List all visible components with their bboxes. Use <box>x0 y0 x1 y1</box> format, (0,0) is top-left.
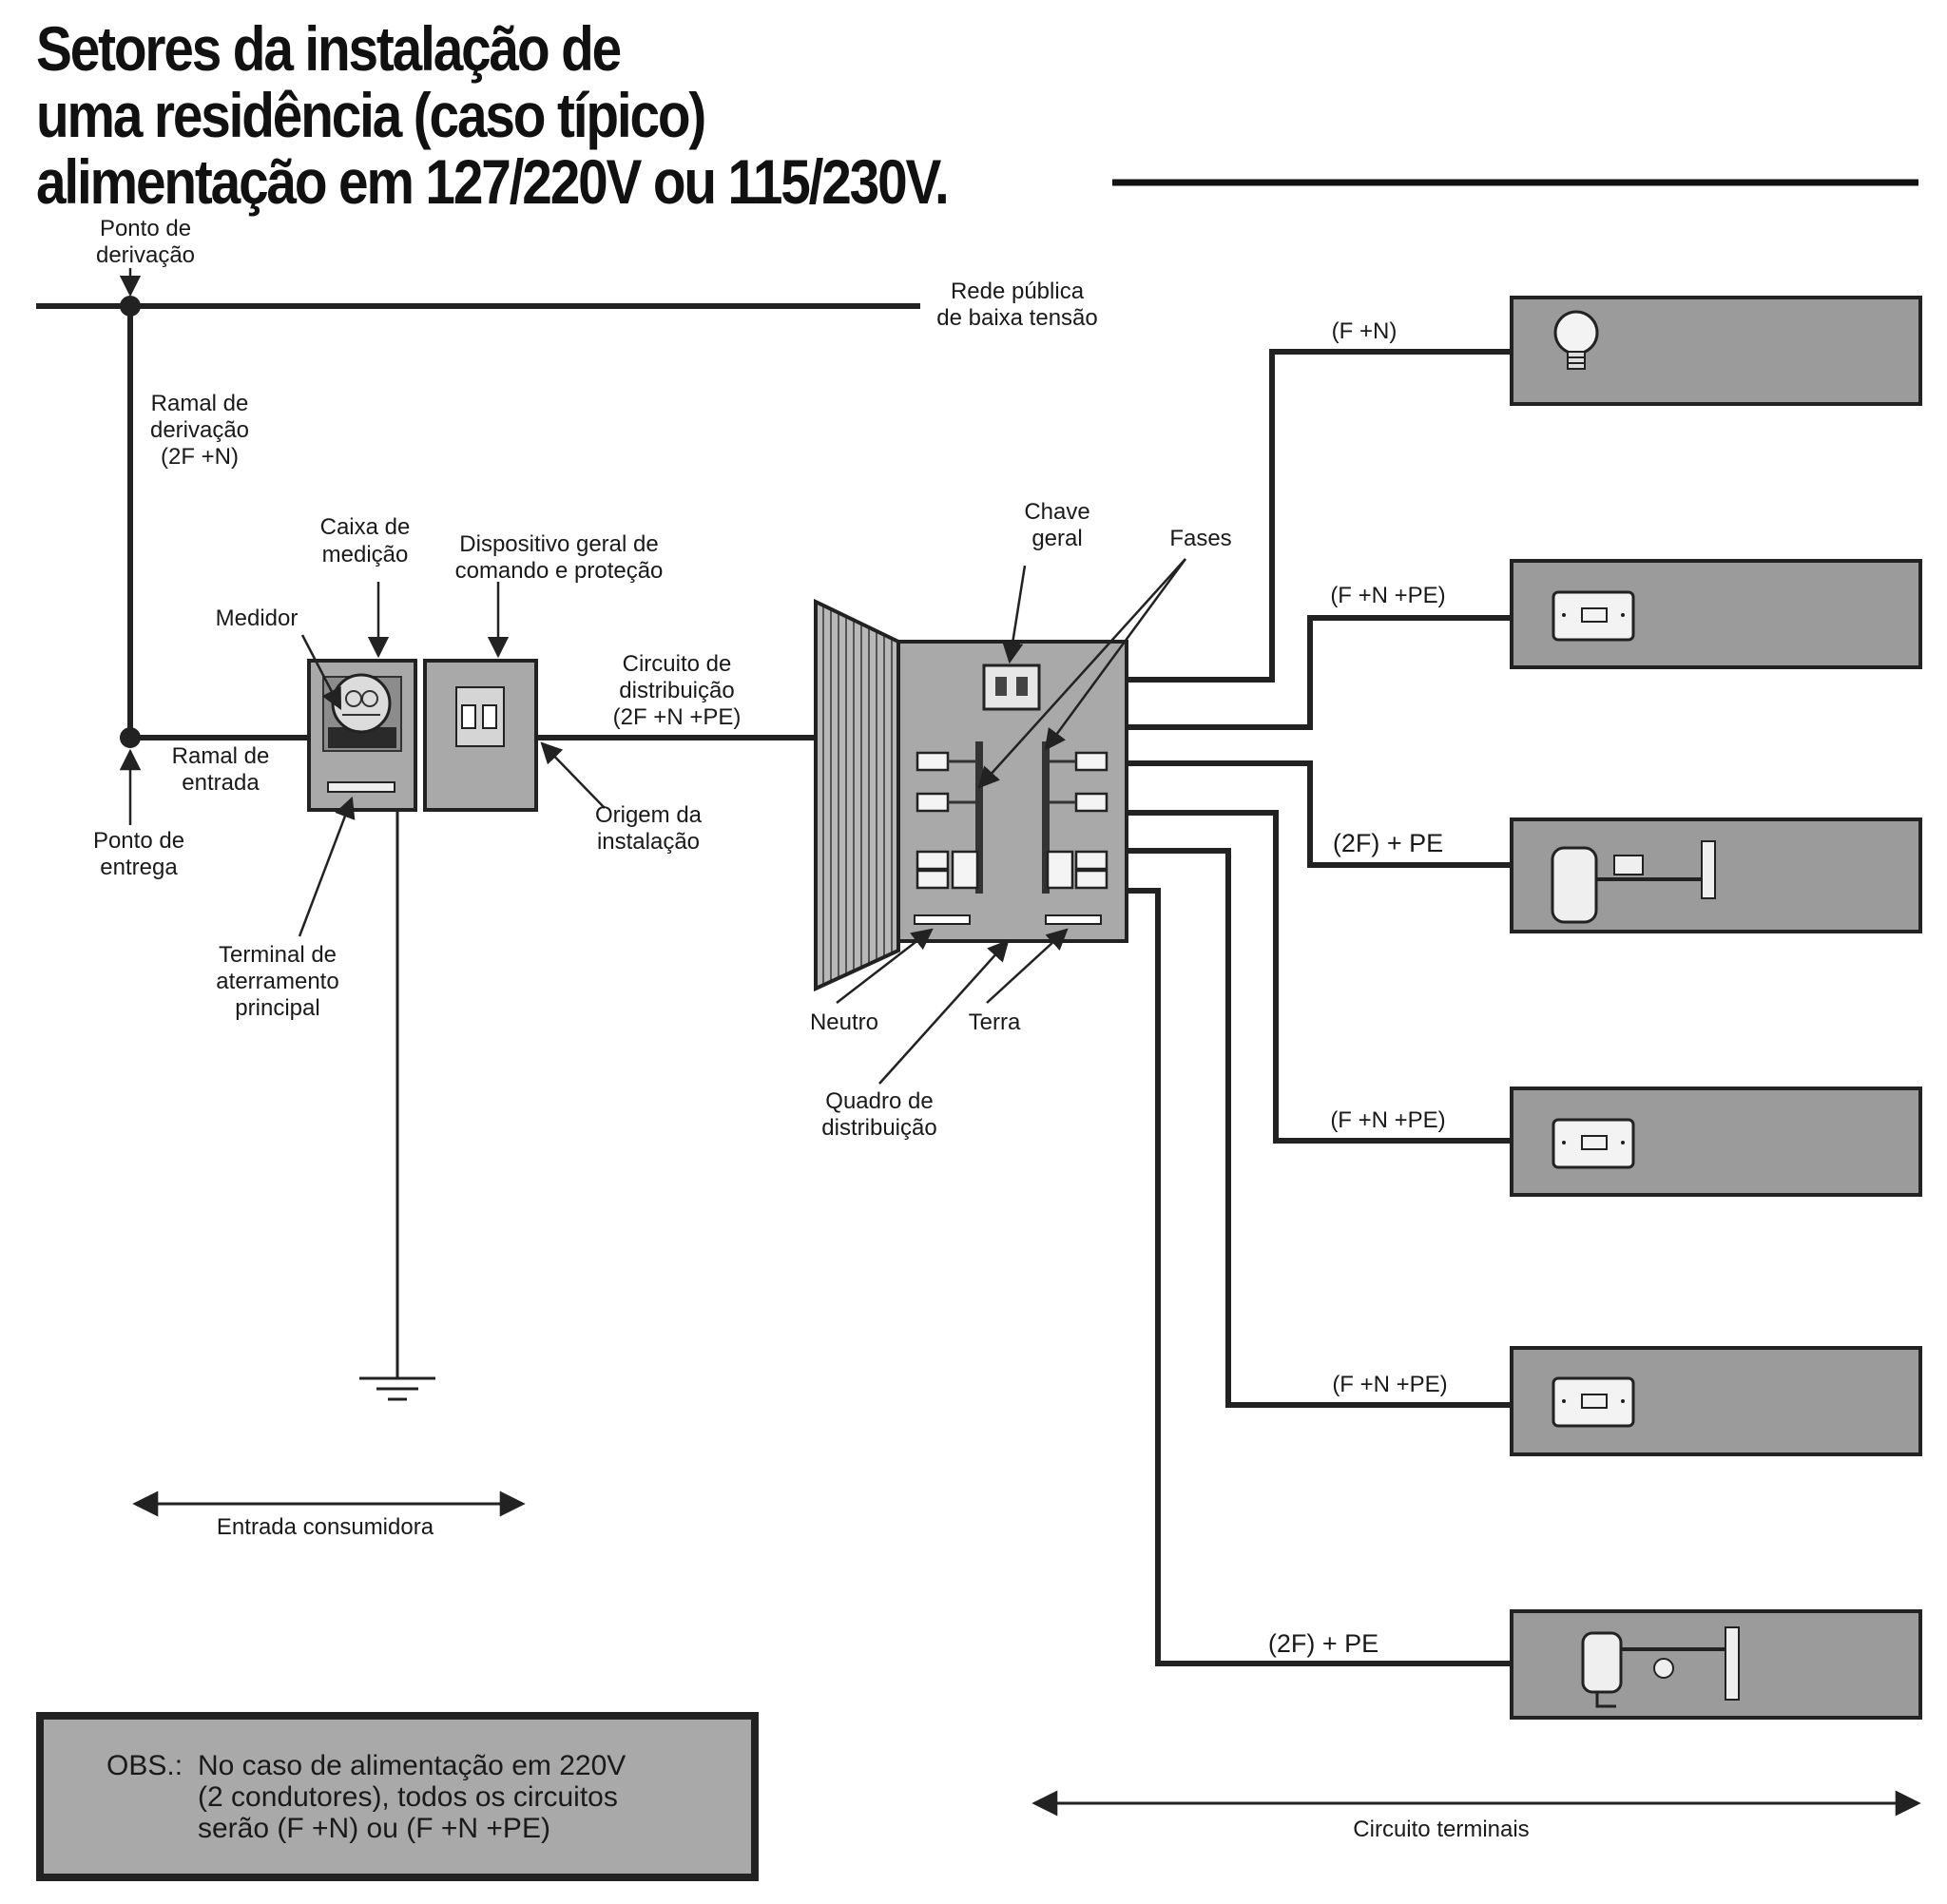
phases-label: Fases <box>1169 526 1231 551</box>
metering-box <box>307 659 417 812</box>
shower-heater-icon <box>1581 1626 1740 1708</box>
ground-symbol-icon <box>359 1369 435 1401</box>
consumer-entrance-label: Entrada consumidora <box>217 1514 434 1540</box>
grounding-terminal-label-2: aterramento <box>216 969 338 994</box>
terminal-circuit-wires <box>1127 349 1512 1666</box>
public-network-label-1: Rede pública <box>951 279 1085 304</box>
circuit-wire-6 <box>1127 888 1512 1666</box>
lamp-icon <box>1553 310 1599 370</box>
main-switch-icon <box>982 664 1041 711</box>
earth-bar <box>1045 914 1102 925</box>
title-line-1: Setores da instalação de <box>36 13 622 84</box>
derivation-point-label-2: derivação <box>96 242 195 268</box>
derivation-point-dot <box>120 296 141 317</box>
derivation-point-label-1: Ponto de <box>100 216 191 241</box>
terminal-device-4 <box>1510 1087 1922 1197</box>
terminal-device-6 <box>1510 1609 1922 1720</box>
grounding-terminal-label-1: Terminal de <box>219 942 337 968</box>
terminal-device-3 <box>1510 817 1922 933</box>
circuit-label-5: (F +N +PE) <box>1332 1372 1447 1397</box>
distribution-circuit-label-1: Circuito de <box>623 651 732 677</box>
circuit-label-6: (2F) + PE <box>1268 1629 1378 1658</box>
circuit-wire-5 <box>1127 848 1512 1408</box>
main-protection-box <box>423 659 538 812</box>
metering-box-label-1: Caixa de <box>320 514 411 540</box>
installation-origin-label-2: instalação <box>597 829 700 855</box>
circuit-label-1: (F +N) <box>1332 318 1398 344</box>
pointer-arrows <box>119 268 1187 1085</box>
entrance-branch-label-1: Ramal de <box>172 743 270 769</box>
distribution-circuit-label-2: distribuição <box>619 678 734 703</box>
delivery-point-label-1: Ponto de <box>93 828 184 854</box>
main-protection-label-1: Dispositivo geral de <box>459 531 658 557</box>
terminal-device-2 <box>1510 559 1922 669</box>
circuit-wire-3 <box>1127 760 1512 868</box>
title-line-3: alimentação em 127/220V ou 115/230V. <box>36 146 950 217</box>
neutral-bar <box>914 914 971 925</box>
public-network-label-2: de baixa tensão <box>936 305 1097 331</box>
neutral-label: Neutro <box>810 1010 878 1035</box>
circuit-label-3: (2F) + PE <box>1333 829 1443 857</box>
outlet-icon <box>1552 1376 1635 1428</box>
distribution-board <box>814 598 1128 992</box>
distribution-circuit-label-3: (2F +N +PE) <box>613 704 742 730</box>
entrance-branch-label-2: entrada <box>182 770 260 796</box>
circuit-label-4: (F +N +PE) <box>1330 1107 1445 1133</box>
water-heater-icon <box>1551 840 1716 924</box>
obs-line-2: (2 condutores), todos os circuitos <box>198 1781 618 1813</box>
board-door <box>814 598 900 992</box>
terminal-circuits-label: Circuito terminais <box>1353 1817 1529 1842</box>
outlet-icon <box>1552 1118 1635 1169</box>
metering-box-label-2: medição <box>322 542 409 567</box>
obs-box <box>36 1712 759 1881</box>
obs-line-3: serão (F +N) ou (F +N +PE) <box>198 1813 550 1844</box>
terminal-device-1 <box>1510 296 1922 406</box>
meter-label: Medidor <box>216 606 299 631</box>
derivation-branch-label-1: Ramal de <box>151 391 249 416</box>
circuit-wire-1 <box>1127 349 1512 683</box>
main-protection-label-2: comando e proteção <box>455 558 664 584</box>
meter-dial <box>331 673 392 734</box>
terminal-device-5 <box>1510 1346 1922 1456</box>
installation-origin-label-1: Origem da <box>595 802 703 828</box>
outlet-icon <box>1552 590 1635 642</box>
derivation-branch-label-2: derivação <box>150 417 249 443</box>
obs-prefix: OBS.: <box>106 1750 183 1781</box>
main-switch-label-2: geral <box>1031 526 1082 551</box>
circuit-wire-4 <box>1127 810 1512 1144</box>
obs-line-1: No caso de alimentação em 220V <box>198 1750 626 1781</box>
grounding-terminal-bar <box>327 781 395 793</box>
main-switch-label-1: Chave <box>1024 499 1089 525</box>
earth-label: Terra <box>969 1010 1021 1035</box>
title-line-2: uma residência (caso típico) <box>36 80 706 150</box>
grounding-terminal-label-3: principal <box>235 995 319 1021</box>
circuit-wire-2 <box>1127 615 1512 730</box>
delivery-point-label-2: entrega <box>100 855 178 880</box>
distribution-board-label-2: distribuição <box>821 1115 936 1141</box>
derivation-branch-label-3: (2F +N) <box>161 444 239 470</box>
circuit-label-2: (F +N +PE) <box>1330 583 1445 608</box>
distribution-board-label-1: Quadro de <box>825 1088 933 1114</box>
